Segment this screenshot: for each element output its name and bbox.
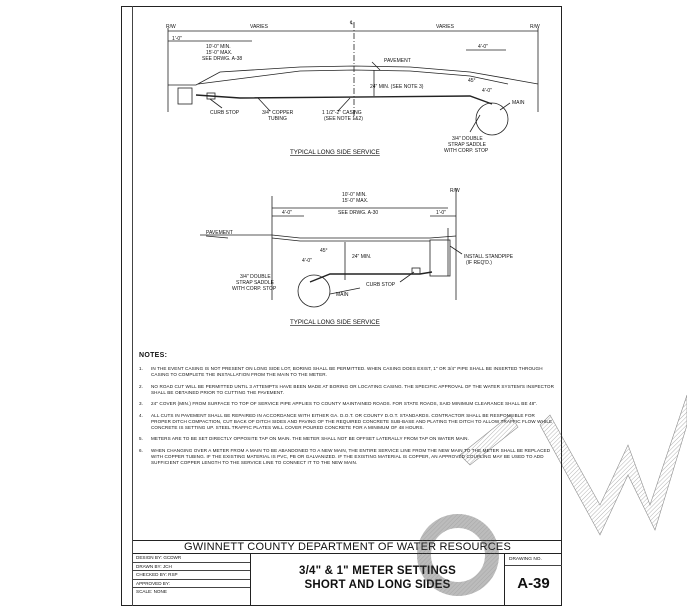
angle-bottom: 45°: [320, 248, 328, 254]
saddle-top-1: 3/4" DOUBLE: [452, 136, 483, 142]
pavement-bottom: PAVEMENT: [206, 230, 233, 236]
title-block-credits: DESIGN BY: GCDWR DRAWN BY: JCH CHECKED B…: [133, 554, 251, 606]
saddle-top-2: STRAP SADDLE: [448, 142, 487, 148]
varies-left: VARIES: [250, 24, 269, 30]
standpipe-1: INSTALL STANDPIPE: [464, 254, 514, 260]
casing-2: (SEE NOTE 1&2): [324, 116, 363, 122]
dim-1ft-top: 1'-0": [172, 36, 182, 42]
dim-4ft-bottom-b: 4'-0": [302, 258, 312, 264]
note-text: METERS ARE TO BE SET DIRECTLY OPPOSITE T…: [151, 436, 469, 442]
drawn-by: DRAWN BY: JCH: [133, 563, 250, 572]
main-bottom: MAIN: [336, 292, 349, 298]
varies-right: VARIES: [436, 24, 455, 30]
notes-title: NOTES:: [139, 352, 168, 359]
notes-list: 1. IN THE EVENT CASING IS NOT PRESENT ON …: [139, 366, 554, 472]
note-number: 1.: [139, 366, 144, 371]
saddle-bottom-1: 3/4" DOUBLE: [240, 274, 271, 280]
saddle-bottom-3: WITH CORP. STOP: [232, 286, 277, 292]
drawing-sheet: [121, 6, 562, 606]
drawing-title: 3/4" & 1" METER SETTINGS SHORT AND LONG …: [251, 554, 504, 606]
scale: SCALE: NONE: [136, 589, 167, 595]
agency-title: GWINNETT COUNTY DEPARTMENT OF WATER RESO…: [133, 540, 562, 554]
checked-by: CHECKED BY: RSP: [133, 571, 250, 580]
drawing-title-line1: 3/4" & 1" METER SETTINGS: [299, 565, 456, 577]
design-by: DESIGN BY: GCDWR: [133, 554, 250, 563]
cover-bottom: 24" MIN.: [352, 254, 371, 260]
dim-min-bottom-2: 15'-0" MAX.: [342, 198, 368, 204]
dim-1ft-bottom: 1'-0": [436, 210, 446, 216]
main-top: MAIN: [512, 100, 525, 106]
dim-4ft-top: 4'-0": [478, 44, 488, 50]
note-item: 2. NO ROAD CUT WILL BE PERMITTED UNTIL 3 …: [139, 384, 554, 396]
dim-min-bottom-1: 10'-0" MIN.: [342, 192, 367, 198]
note-number: 4.: [139, 412, 144, 418]
dim-min-bottom-3: SEE DRWG. A-30: [338, 210, 378, 216]
angle-top: 45°: [468, 78, 476, 84]
saddle-bottom-2: STRAP SADDLE: [236, 280, 275, 286]
casing-1: 1 1/2"-2" CASING: [322, 110, 362, 116]
saddle-top-3: WITH CORP. STOP: [444, 148, 489, 154]
rw-bottom: R/W: [450, 188, 460, 194]
dim-min-top-2: 15'-0" MAX.: [206, 50, 232, 56]
note-number: 6.: [139, 447, 144, 453]
approved-by: APPROVED BY:: [133, 580, 250, 589]
standpipe-2: (IF REQ'D.): [466, 260, 492, 266]
drawing-number-box: DRAWING NO. A-39: [504, 554, 562, 606]
rw-left: R/W: [166, 24, 176, 30]
dim-min-top-3: SEE DRWG. A-38: [202, 56, 242, 62]
note-item: 5. METERS ARE TO BE SET DIRECTLY OPPOSITE…: [139, 436, 554, 442]
curb-stop-bottom: CURB STOP: [366, 282, 396, 288]
curb-stop-top: CURB STOP: [210, 110, 240, 116]
note-text: 24" COVER (MIN.) FROM SURFACE TO TOP OF …: [151, 401, 538, 407]
pavement-top: PAVEMENT: [384, 58, 411, 64]
note-text: WHEN CHANGING OVER A METER FROM A MAIN T…: [151, 447, 551, 465]
copper-tubing-1: 3/4" COPPER: [262, 110, 294, 116]
note-number: 2.: [139, 383, 144, 389]
note-number: 5.: [139, 436, 144, 442]
note-text: IN THE EVENT CASING IS NOT PRESENT ON LO…: [151, 366, 543, 377]
note-text: ALL CUTS IN PAVEMENT SHALL BE REPAIRED I…: [151, 412, 553, 430]
note-item: 6. WHEN CHANGING OVER A METER FROM A MAIN…: [139, 448, 554, 466]
note-number: 3.: [139, 401, 144, 407]
drawing-number: A-39: [517, 575, 550, 592]
caption-bottom: TYPICAL LONG SIDE SERVICE: [290, 319, 380, 326]
note-text: NO ROAD CUT WILL BE PERMITTED UNTIL 3 AT…: [151, 383, 555, 395]
note-item: 1. IN THE EVENT CASING IS NOT PRESENT ON …: [139, 366, 554, 378]
copper-tubing-2: TUBING: [268, 116, 287, 122]
drawing-title-line2: SHORT AND LONG SIDES: [304, 579, 451, 591]
dim-4ft-bottom: 4'-0": [282, 210, 292, 216]
cover-top: 24" MIN. (SEE NOTE 3): [370, 84, 424, 90]
revision-strip: [121, 6, 133, 606]
note-item: 3. 24" COVER (MIN.) FROM SURFACE TO TOP O…: [139, 401, 554, 407]
caption-top: TYPICAL LONG SIDE SERVICE: [290, 149, 380, 156]
dim-4ft-top-b: 4'-0": [482, 88, 492, 94]
centerline-symbol: ℄: [349, 20, 354, 26]
drawing-number-label: DRAWING NO.: [505, 554, 562, 566]
dim-min-top-1: 10'-0" MIN.: [206, 44, 231, 50]
rw-right: R/W: [530, 24, 540, 30]
title-block: DESIGN BY: GCDWR DRAWN BY: JCH CHECKED B…: [133, 554, 562, 606]
note-item: 4. ALL CUTS IN PAVEMENT SHALL BE REPAIRED…: [139, 413, 554, 431]
